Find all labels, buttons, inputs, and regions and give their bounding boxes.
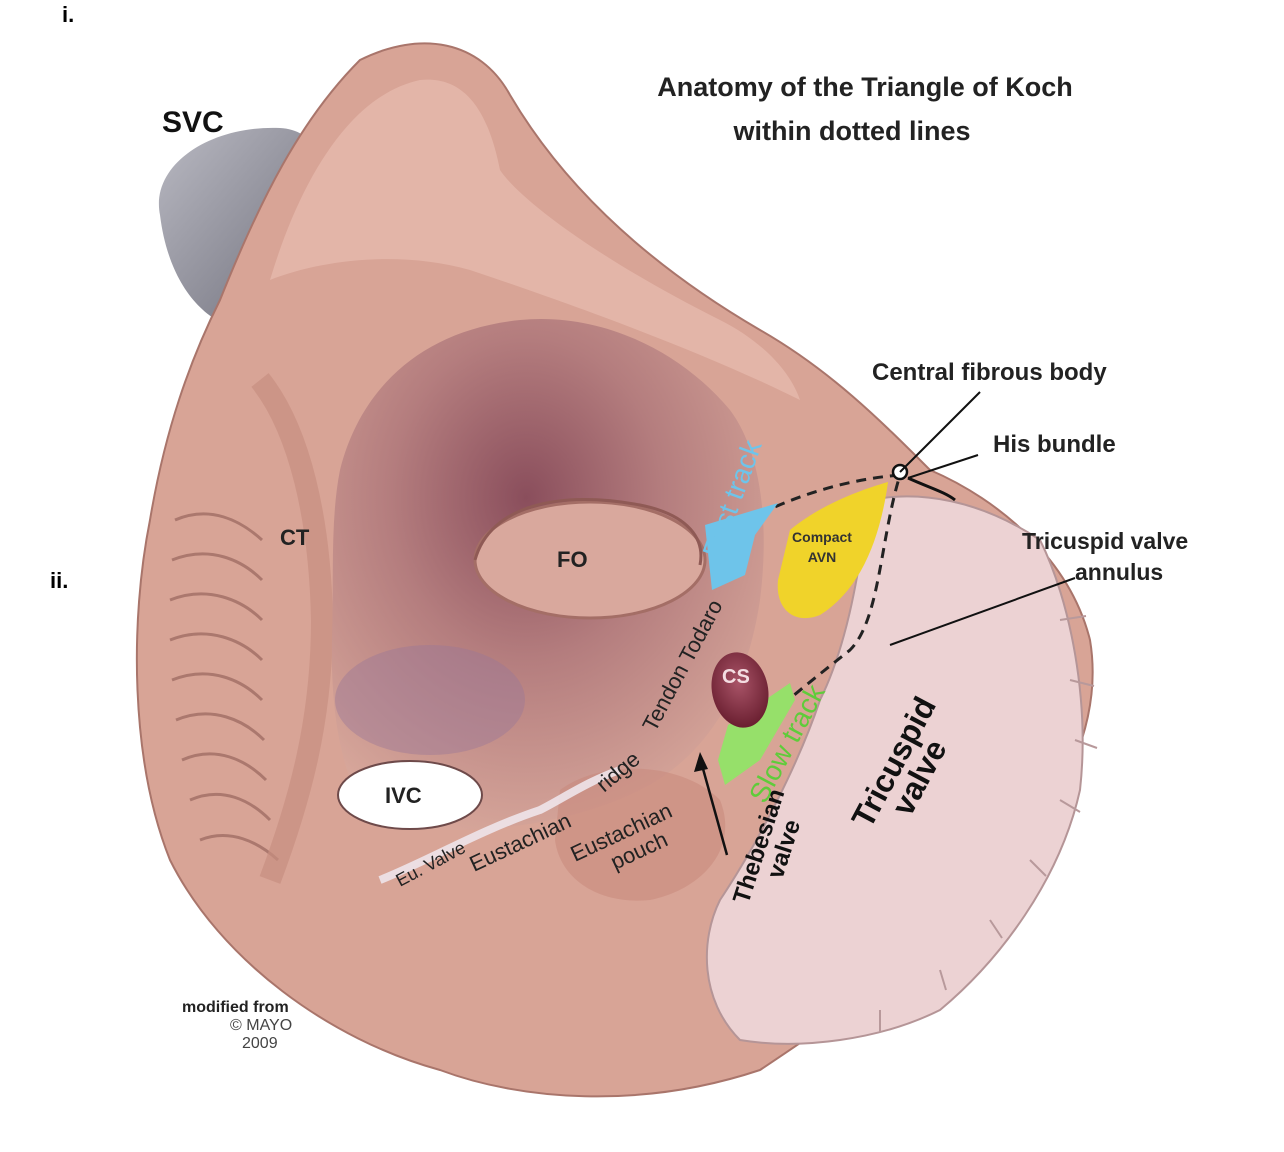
eustachian-valve-edge xyxy=(378,766,622,884)
diagram-title-line2: within dotted lines xyxy=(733,116,971,146)
label-compact-avn-2: AVN xyxy=(808,549,837,565)
credit-line2: © MAYO xyxy=(230,1017,292,1034)
label-his-bundle: His bundle xyxy=(993,431,1116,458)
thebesian-arrow-line xyxy=(698,757,729,856)
compact-avn-region xyxy=(777,482,888,619)
fossa-ovalis-rim xyxy=(473,498,703,566)
tricuspid-valve-leaflet xyxy=(705,495,1084,1045)
fast-track-region xyxy=(705,503,778,590)
label-tv-annulus-2: annulus xyxy=(1075,559,1163,585)
label-central-fibrous-body: Central fibrous body xyxy=(872,359,1107,386)
ivc-opening xyxy=(337,760,483,830)
credit-line3: 2009 xyxy=(242,1035,278,1052)
tv-annulus-pointer xyxy=(889,577,1076,646)
valve-chordae xyxy=(879,615,1098,1032)
label-fo: FO xyxy=(557,547,588,572)
label-ct: CT xyxy=(280,525,310,550)
diagram-title-line1: Anatomy of the Triangle of Koch xyxy=(657,72,1073,102)
label-cs: CS xyxy=(722,666,750,688)
credit-line1: modified from xyxy=(182,999,289,1016)
label-compact-avn-1: Compact xyxy=(792,529,852,545)
slow-track-region xyxy=(718,683,795,785)
lower-depression xyxy=(335,645,525,755)
fossa-ovalis xyxy=(473,500,707,620)
central-fibrous-body-marker xyxy=(891,391,981,502)
thebesian-arrowhead xyxy=(694,752,708,772)
coronary-sinus xyxy=(711,652,769,728)
label-svc: SVC xyxy=(162,106,224,139)
crista-terminalis xyxy=(251,373,334,884)
panel-marker-ii: ii. xyxy=(50,568,68,593)
panel-marker-i: i. xyxy=(62,2,74,27)
eustachian-pouch-tissue xyxy=(555,768,726,901)
atrial-lip xyxy=(270,79,800,401)
label-tv-annulus-1: Tricuspid valve xyxy=(1022,528,1188,554)
label-ivc: IVC xyxy=(385,783,422,808)
